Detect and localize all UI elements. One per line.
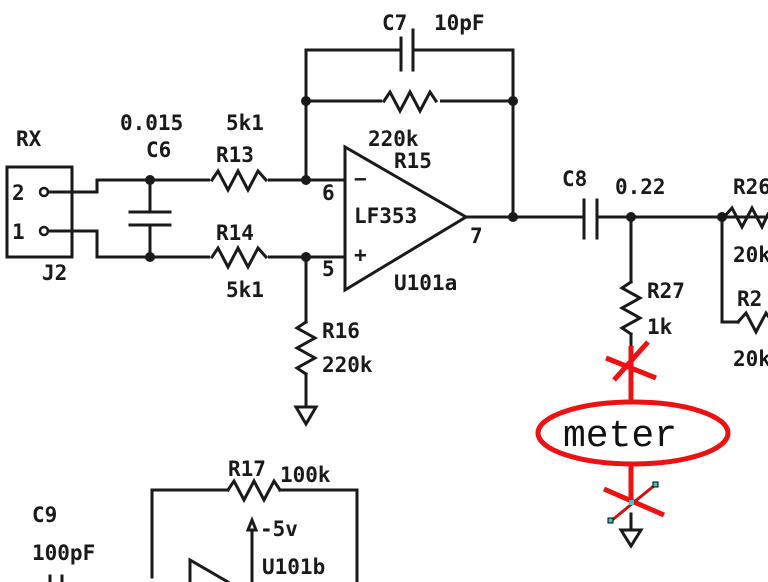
meter-annotation: meter: [535, 340, 731, 524]
r28-value: 20k: [733, 347, 768, 371]
pin-2-label: 2: [12, 181, 25, 205]
opamp-minus: −: [354, 167, 367, 191]
c7-value: 10pF: [434, 11, 485, 35]
pin-6-label: 6: [322, 181, 335, 205]
opamp-ref: U101a: [394, 271, 457, 295]
connector-body: [5, 165, 74, 259]
resistor-r17: R17 100k: [225, 457, 331, 504]
meter-label: meter: [563, 415, 677, 458]
capacitor-c9: C9 100pF: [32, 503, 95, 582]
r16-value: 220k: [322, 353, 373, 377]
resistor-r14: R14 5k1: [209, 221, 269, 302]
r15-ref: R15: [394, 149, 432, 173]
resistor-r28: R2 20k: [733, 287, 768, 371]
wire-r28: [720, 215, 740, 324]
wire-r17-right: [278, 488, 359, 582]
resistor-r15: 220k R15: [368, 88, 440, 173]
wire-r17-left: [150, 488, 230, 579]
pin-1-label: 1: [12, 220, 25, 244]
wire-c7-right: [412, 48, 515, 219]
r14-value: 5k1: [226, 278, 264, 302]
r16-ref: R16: [322, 319, 360, 343]
connector-j2: RX 2 1 J2: [5, 127, 74, 285]
opamp-b-ref: U101b: [262, 555, 325, 579]
r17-ref: R17: [228, 457, 266, 481]
resistor-r26: R26 20k: [721, 175, 768, 267]
r26-ref: R26: [733, 175, 768, 199]
opamp-u101b: [188, 557, 231, 582]
connector-ref: J2: [42, 261, 67, 285]
wire-pin2: [46, 178, 305, 194]
resistor-r16: R16 220k: [293, 319, 373, 377]
resistor-r27: R27 1k: [618, 279, 685, 339]
pin-5-label: 5: [322, 257, 335, 281]
pin-7-label: 7: [470, 224, 483, 248]
c7-ref: C7: [382, 11, 407, 35]
ground-icon: [618, 528, 644, 549]
opamp-u101a: − + LF353 6 5 7 U101a: [322, 144, 483, 295]
selection-handle-start[interactable]: [607, 517, 614, 524]
connector-name: RX: [16, 127, 42, 151]
capacitor-c7: C7 10pF: [382, 11, 485, 72]
c6-value: 0.015: [120, 111, 183, 135]
opamp-part: LF353: [354, 204, 417, 228]
selection-handle-end[interactable]: [652, 481, 659, 488]
c6-ref: C6: [146, 138, 171, 162]
c8-ref: C8: [562, 167, 587, 191]
r14-ref: R14: [216, 221, 254, 245]
c8-value: 0.22: [615, 175, 666, 199]
r15-value: 220k: [368, 127, 419, 151]
wire-c7-left: [304, 48, 402, 182]
supply-node: -5v U101b: [245, 515, 325, 582]
opamp-plus: +: [354, 243, 367, 267]
c9-value: 100pF: [32, 541, 95, 565]
supply-label: -5v: [260, 517, 298, 541]
cut-mark-top-a: [605, 355, 657, 381]
capacitor-c8: C8 0.22: [562, 167, 666, 240]
selection-handle-mid[interactable]: [629, 500, 634, 505]
r28-ref: R2: [737, 287, 762, 311]
r17-value: 100k: [280, 463, 331, 487]
r26-value: 20k: [733, 243, 768, 267]
r27-value: 1k: [647, 315, 673, 339]
capacitor-c6: 0.015 C6: [120, 111, 183, 262]
resistor-r13: 5k1 R13: [209, 111, 269, 194]
wire-pin1: [46, 229, 305, 259]
r13-value: 5k1: [226, 111, 264, 135]
r27-ref: R27: [647, 279, 685, 303]
c9-ref: C9: [32, 503, 57, 527]
r13-ref: R13: [216, 143, 254, 167]
cut-mark-top-b: [612, 340, 650, 382]
ground-icon: [293, 405, 319, 427]
